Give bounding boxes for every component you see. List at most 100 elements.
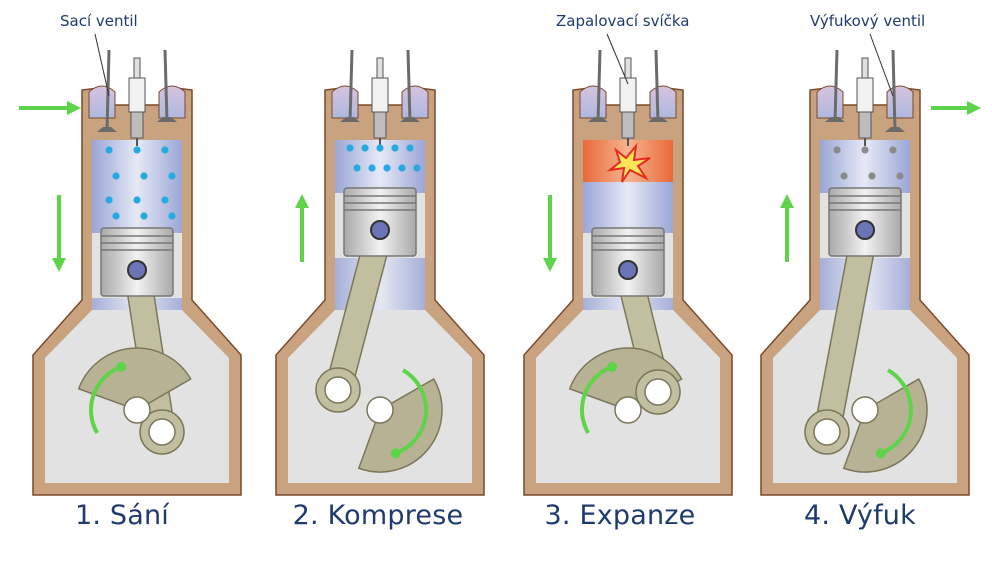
- spark-burst-icon: [606, 142, 651, 183]
- exhaust-port: [158, 85, 186, 119]
- exhaust-valve-head: [648, 117, 668, 122]
- gas-particle: [833, 146, 841, 154]
- spark-plug-body: [856, 77, 874, 113]
- arrow-right-icon: [967, 101, 981, 115]
- intake-valve-stem: [348, 49, 354, 123]
- caption-intake-stroke: 1. Sání: [74, 500, 170, 531]
- rotation-arrow: [580, 364, 613, 434]
- intake-port: [88, 85, 116, 119]
- engine-2: [275, 49, 485, 496]
- caption-power-stroke: 3. Expanze: [544, 500, 696, 531]
- gas-particle: [133, 196, 141, 204]
- intake-valve-head: [825, 117, 845, 122]
- piston-pin: [370, 220, 390, 240]
- exhaust-port: [401, 85, 429, 119]
- gas-particle: [391, 144, 399, 152]
- caption-compression-stroke: 2. Komprese: [292, 500, 464, 531]
- gas-particle: [413, 164, 421, 172]
- gas-particle: [140, 212, 148, 220]
- exhaust-port: [649, 85, 677, 119]
- gas-particle: [376, 144, 384, 152]
- intake-port: [816, 85, 844, 119]
- spark-plug-thread: [858, 111, 872, 139]
- gas-particle: [361, 144, 369, 152]
- label-spark-plug: Zapalovací svíčka: [556, 12, 690, 30]
- exhaust-valve-stem: [891, 49, 897, 133]
- gas-particle: [161, 146, 169, 154]
- exhaust-valve-head: [885, 127, 905, 132]
- caption-exhaust-stroke: 4. Výfuk: [804, 500, 916, 531]
- intake-port: [331, 85, 359, 119]
- gas-particle: [112, 172, 120, 180]
- crank-pin: [148, 418, 176, 446]
- spark-plug-body: [128, 77, 146, 113]
- gas-particle: [346, 144, 354, 152]
- label-intake-valve: Sací ventil: [60, 12, 138, 30]
- crankshaft-main-journal: [123, 396, 151, 424]
- gas-particle: [353, 164, 361, 172]
- rotation-arrow: [395, 368, 428, 456]
- spark-plug-terminal: [376, 57, 384, 81]
- gas-particle: [140, 172, 148, 180]
- exhaust-valve-head: [157, 117, 177, 122]
- intake-valve-stem: [833, 49, 839, 123]
- arrow-up-icon: [295, 194, 309, 208]
- rotation-arrow-head-icon: [116, 361, 127, 372]
- gas-particle: [840, 172, 848, 180]
- crank-counterweight: [842, 377, 928, 473]
- intake-valve-head: [97, 127, 117, 132]
- engine-3: [523, 49, 733, 496]
- rotation-arrow-head-icon: [390, 448, 401, 459]
- exhaust-valve-stem: [163, 49, 169, 123]
- intake-valve-stem: [596, 49, 602, 123]
- spark-plug-body: [371, 77, 389, 113]
- arrow-down-icon: [543, 258, 557, 272]
- spark-plug-thread: [621, 111, 635, 139]
- gas-particle: [133, 146, 141, 154]
- spark-plug-terminal: [861, 57, 869, 81]
- engine-1: [19, 49, 242, 496]
- spark-plug-terminal: [624, 57, 632, 81]
- gas-particle: [105, 146, 113, 154]
- intake-valve-head: [588, 117, 608, 122]
- rotation-arrow: [89, 364, 122, 434]
- exhaust-valve-stem: [654, 49, 660, 123]
- gas-particle: [105, 196, 113, 204]
- gas-particle: [168, 172, 176, 180]
- cylinder-chamber: [92, 140, 182, 233]
- piston-pin: [127, 260, 147, 280]
- spark-plug-thread: [373, 111, 387, 139]
- leader-spark-plug: [606, 33, 629, 85]
- arrow-down-icon: [52, 258, 66, 272]
- gas-particle: [889, 146, 897, 154]
- gas-particle: [161, 196, 169, 204]
- gas-particle: [398, 164, 406, 172]
- leader-exhaust-valve: [869, 33, 894, 97]
- intake-valve-head: [340, 117, 360, 122]
- crank-pin: [644, 378, 672, 406]
- rotation-arrow-head-icon: [607, 361, 618, 372]
- crank-counterweight: [77, 347, 192, 411]
- arrow-right-icon: [67, 101, 81, 115]
- gas-particle: [406, 144, 414, 152]
- crankshaft-main-journal: [614, 396, 642, 424]
- gas-particle: [868, 172, 876, 180]
- spark-plug-terminal: [133, 57, 141, 81]
- gas-particle: [896, 172, 904, 180]
- piston-pin: [618, 260, 638, 280]
- crank-pin: [324, 376, 352, 404]
- crank-counterweight: [357, 377, 443, 473]
- rotation-arrow: [880, 368, 913, 456]
- crank-pin: [813, 418, 841, 446]
- gas-particle: [383, 164, 391, 172]
- spark-plug-thread: [130, 111, 144, 139]
- exhaust-valve-stem: [406, 49, 412, 123]
- gas-particle: [112, 212, 120, 220]
- gas-particle: [168, 212, 176, 220]
- exhaust-valve-head: [400, 117, 420, 122]
- rotation-arrow-head-icon: [875, 448, 886, 459]
- crankshaft-main-journal: [366, 396, 394, 424]
- engine-4: [760, 49, 981, 496]
- gas-particle: [861, 146, 869, 154]
